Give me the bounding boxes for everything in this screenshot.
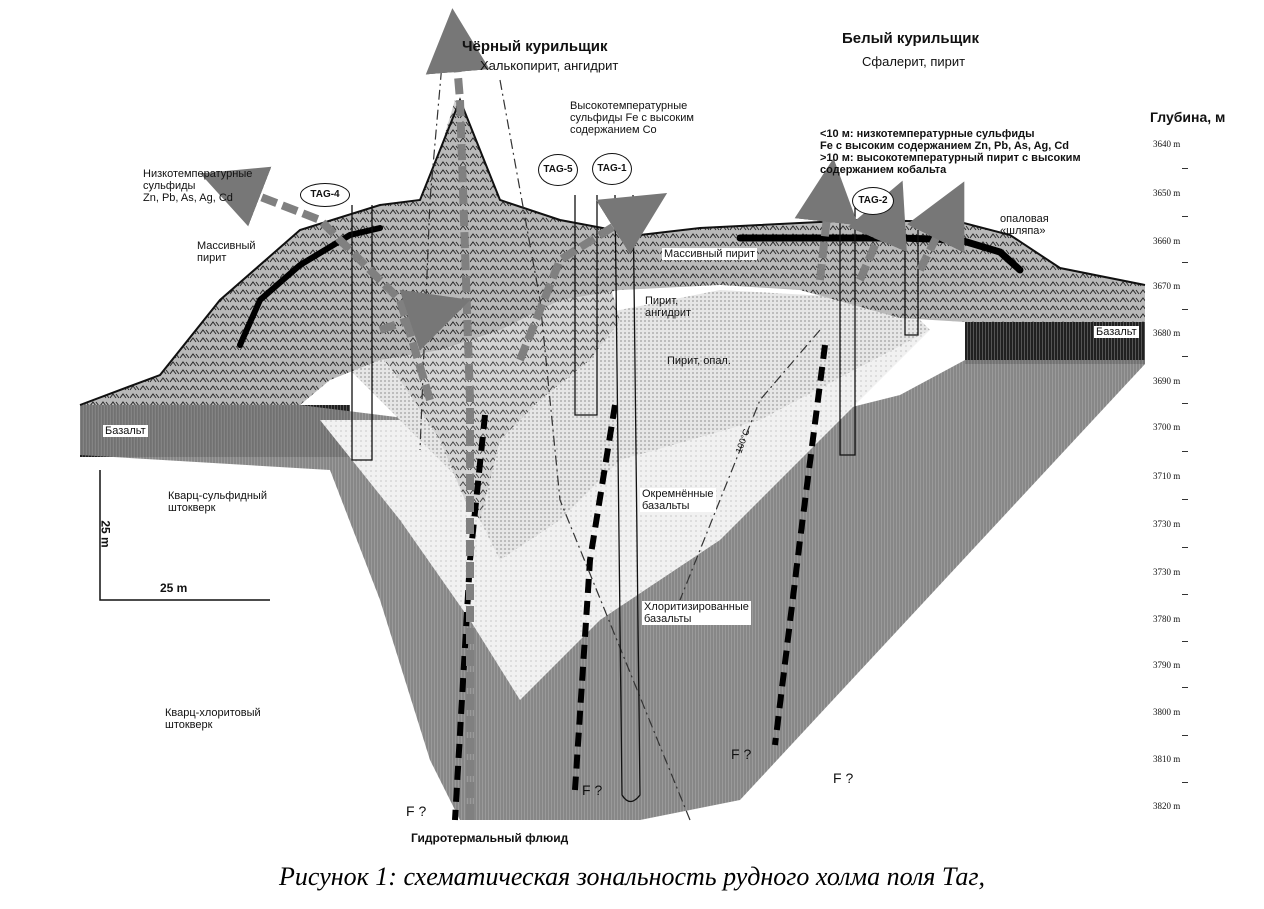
fault-question-3: F ? xyxy=(731,748,751,760)
borehole-tag2: TAG-2 xyxy=(852,187,894,215)
fault-question-1: F ? xyxy=(406,805,426,817)
depth-minor-tick xyxy=(1182,262,1188,263)
depth-minor-tick xyxy=(1182,594,1188,595)
low-temp-sulfides-label: Низкотемпературные сульфиды Zn, Pb, As, … xyxy=(143,168,252,204)
depth-tick: 3690 m xyxy=(1153,376,1180,386)
depth-minor-tick xyxy=(1182,499,1188,500)
pyrite-opal-label: Пирит, опал. xyxy=(667,355,731,367)
depth-tick: 3730 m xyxy=(1153,567,1180,577)
white-smoker-note: <10 м: низкотемпературные сульфиды Fe с … xyxy=(820,128,1081,176)
basalt-left-label: Базальт xyxy=(103,425,148,437)
depth-minor-tick xyxy=(1182,403,1188,404)
scale-vertical-label: 25 m xyxy=(100,520,112,547)
depth-tick: 3640 m xyxy=(1153,139,1180,149)
depth-tick: 3660 m xyxy=(1153,236,1180,246)
borehole-tag5: TAG-5 xyxy=(538,154,578,186)
depth-tick: 3820 m xyxy=(1153,801,1180,811)
chloritized-label: Хлоритизированные базальты xyxy=(642,601,751,625)
depth-minor-tick xyxy=(1182,451,1188,452)
depth-tick: 3670 m xyxy=(1153,281,1180,291)
quartz-chlorite-label: Кварц-хлоритовый штокверк xyxy=(165,707,261,731)
depth-minor-tick xyxy=(1182,168,1188,169)
depth-tick: 3800 m xyxy=(1153,707,1180,717)
white-smoker-title: Белый курильщик xyxy=(842,30,979,47)
depth-tick: 3810 m xyxy=(1153,754,1180,764)
fault-question-2: F ? xyxy=(582,784,602,796)
borehole-tag4: TAG-4 xyxy=(300,183,350,207)
basalt-right-label: Базальт xyxy=(1094,326,1139,338)
fluid-label: Гидротермальный флюид xyxy=(411,832,568,844)
depth-tick: 3730 m xyxy=(1153,519,1180,529)
depth-minor-tick xyxy=(1182,356,1188,357)
silicified-label: Окремнённые базальты xyxy=(640,488,716,512)
depth-tick: 3780 m xyxy=(1153,614,1180,624)
massive-pyrite-center-label: Массивный пирит xyxy=(662,248,757,260)
depth-minor-tick xyxy=(1182,547,1188,548)
figure-caption: Рисунок 1: схематическая зональность руд… xyxy=(0,862,1264,892)
depth-minor-tick xyxy=(1182,687,1188,688)
black-smoker-minerals: Халькопирит, ангидрит xyxy=(480,58,618,73)
depth-tick: 3710 m xyxy=(1153,471,1180,481)
depth-axis-title: Глубина, м xyxy=(1150,111,1225,123)
depth-minor-tick xyxy=(1182,216,1188,217)
fault-question-4: F ? xyxy=(833,772,853,784)
scale-horizontal-label: 25 m xyxy=(160,582,187,594)
depth-minor-tick xyxy=(1182,309,1188,310)
pyrite-anhydrite-label: Пирит, ангидрит xyxy=(645,295,691,319)
opal-cap-label: опаловая «шляпа» xyxy=(1000,213,1049,237)
massive-pyrite-left-label: Массивный пирит xyxy=(197,240,256,264)
depth-minor-tick xyxy=(1182,735,1188,736)
borehole-tag1: TAG-1 xyxy=(592,153,632,185)
quartz-sulfide-label: Кварц-сульфидный штокверк xyxy=(168,490,267,514)
depth-minor-tick xyxy=(1182,641,1188,642)
depth-tick: 3790 m xyxy=(1153,660,1180,670)
depth-tick: 3680 m xyxy=(1153,328,1180,338)
depth-tick: 3650 m xyxy=(1153,188,1180,198)
white-smoker-minerals: Сфалерит, пирит xyxy=(862,54,965,69)
depth-tick: 3700 m xyxy=(1153,422,1180,432)
high-temp-sulfides-label: Высокотемпературные сульфиды Fe с высоки… xyxy=(570,100,694,136)
black-smoker-title: Чёрный курильщик xyxy=(462,38,607,55)
depth-minor-tick xyxy=(1182,782,1188,783)
